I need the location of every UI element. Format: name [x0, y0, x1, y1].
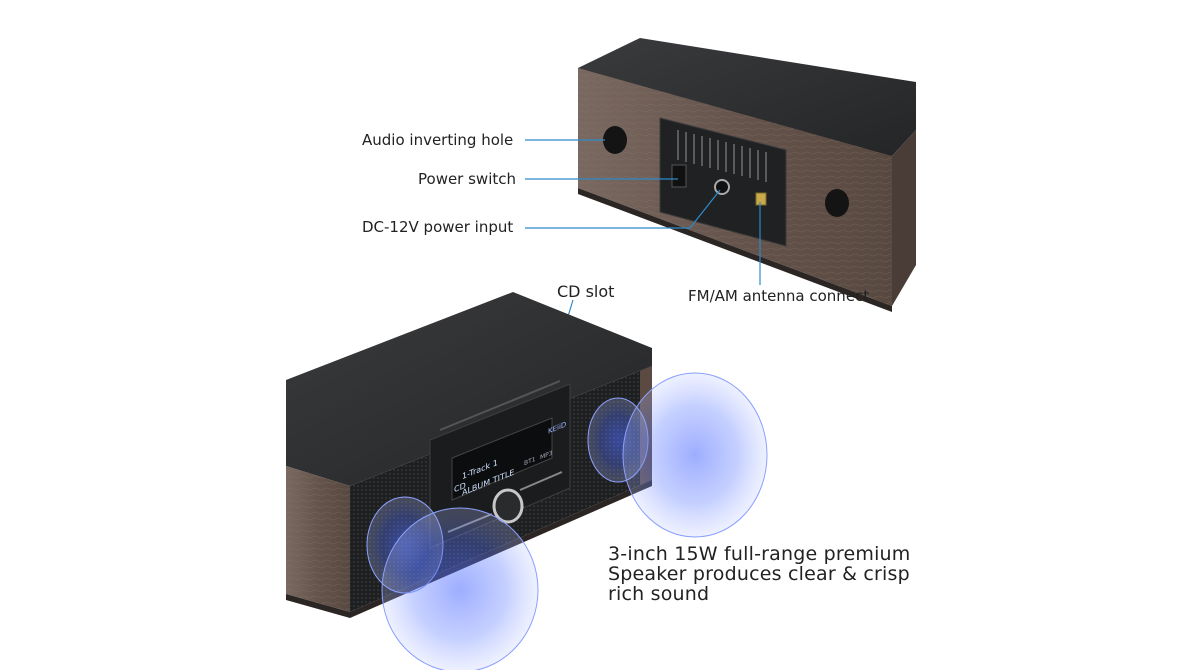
volume-knob	[492, 488, 524, 524]
antenna-connector-part	[755, 192, 767, 206]
back-unit-top	[578, 38, 916, 156]
back-unit-end-face	[892, 130, 916, 306]
front-unit-top	[286, 292, 652, 486]
label-power-switch: Power switch	[418, 170, 517, 188]
lcd-display	[451, 417, 553, 501]
sound-waves	[366, 372, 768, 670]
description-line-1: 3-inch 15W full-range premium	[608, 543, 911, 565]
power-switch-part	[671, 164, 687, 188]
back-view-unit	[578, 38, 916, 312]
dc-jack-part	[714, 179, 730, 195]
bass-port-left	[603, 126, 627, 154]
label-dc-input: DC-12V power input	[362, 218, 514, 236]
description-line-2: Speaker produces clear & crisp	[608, 563, 910, 585]
description-line-3: rich sound	[608, 583, 710, 605]
rear-vent-slots	[677, 130, 767, 182]
cd-slot-part	[439, 380, 561, 431]
bass-port-right	[825, 189, 849, 217]
label-cd-slot: CD slot	[557, 282, 615, 301]
label-audio-inverting-hole: Audio inverting hole	[362, 131, 514, 149]
label-antenna: FM/AM antenna connect	[688, 287, 870, 305]
